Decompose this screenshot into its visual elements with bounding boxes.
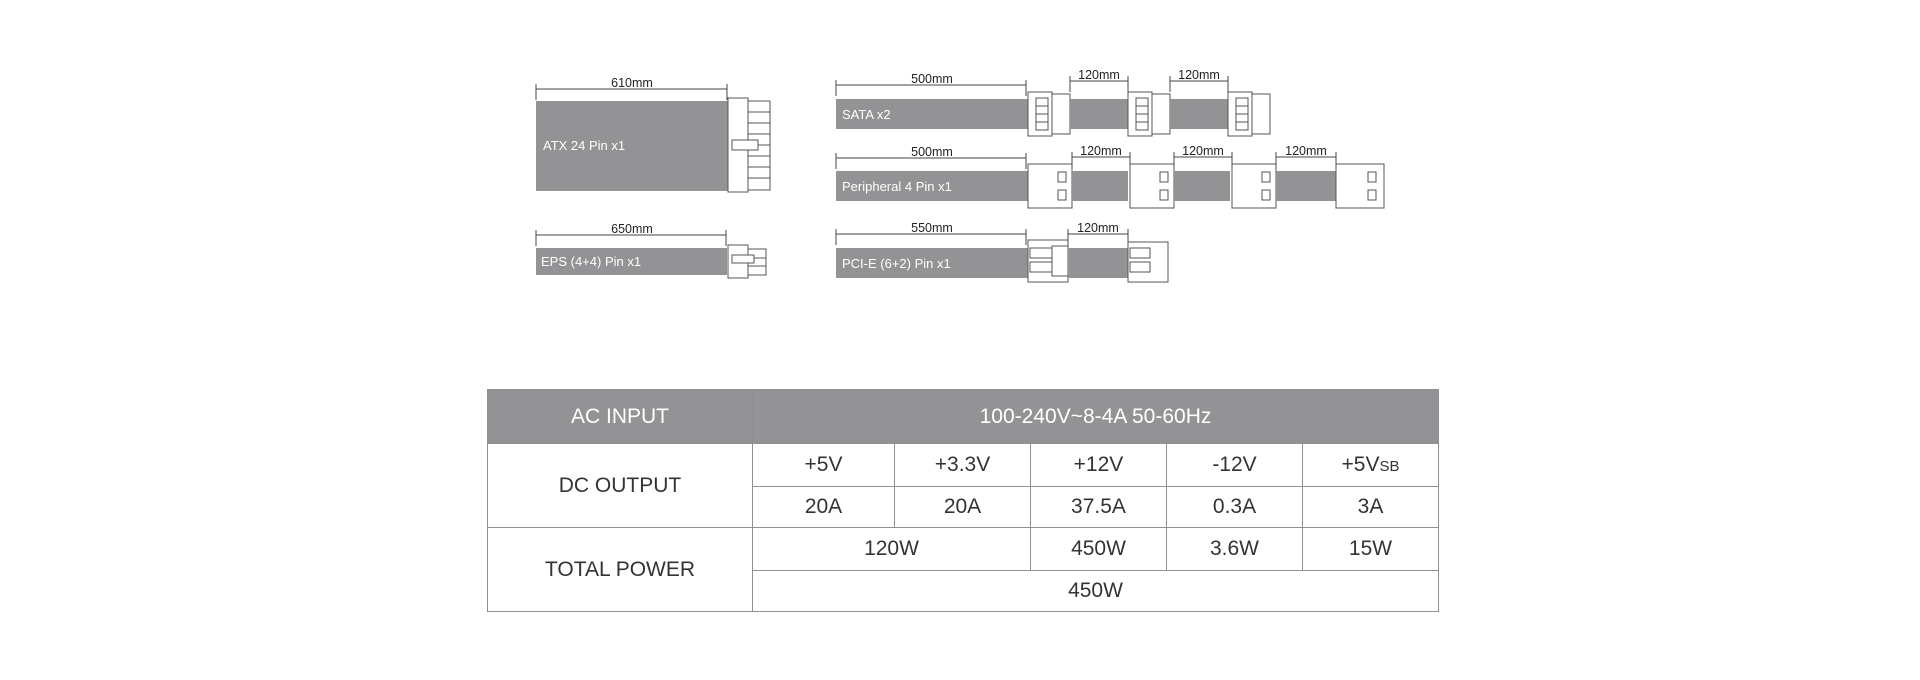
rail-12v: +12V: [1030, 443, 1167, 487]
sata-connector-1: [1027, 91, 1071, 137]
current-5vsb: 3A: [1301, 486, 1440, 528]
rail-3v3: +3.3V: [894, 443, 1031, 487]
sata-extension-2: [1170, 99, 1228, 129]
pcie-cable-body: [836, 248, 1028, 278]
eps-cable-label: EPS (4+4) Pin x1: [541, 254, 641, 269]
atx-connector: [727, 97, 771, 193]
pcie-extension-1: [1068, 248, 1128, 278]
ac-input-value: 100-240V~8-4A 50-60Hz: [751, 389, 1440, 444]
sata-connector-2: [1127, 91, 1171, 137]
peripheral-cable-body: [836, 171, 1028, 201]
power-total: 450W: [751, 570, 1440, 612]
atx-cable-body: [536, 101, 728, 191]
sata-extension-1: [1070, 99, 1128, 129]
eps-length: 650mm: [611, 222, 653, 236]
current-3v3: 20A: [894, 486, 1031, 528]
atx-length: 610mm: [611, 76, 653, 90]
eps-connector: [727, 244, 767, 279]
cable-diagram: 610mm ATX 24 Pin x1 650mm EPS (4+4) Pin …: [535, 68, 1385, 283]
peripheral-cable-label: Peripheral 4 Pin x1: [842, 179, 952, 194]
rail-5v: +5V: [752, 443, 895, 487]
dc-output-label: DC OUTPUT: [487, 443, 753, 528]
sata-extension-1-length: 120mm: [1078, 68, 1120, 82]
sata-connector-3: [1227, 91, 1271, 137]
sata-length: 500mm: [911, 72, 953, 86]
sata-cable: 500mm SATA x2 120mm 120mm: [835, 68, 1271, 137]
peripheral-extension-2: [1174, 171, 1230, 201]
atx-cable-label: ATX 24 Pin x1: [543, 138, 625, 153]
rail-5vsb: +5VSB: [1301, 443, 1440, 487]
ac-input-label: AC INPUT: [487, 389, 753, 444]
pcie-cable: 550mm PCI-E (6+2) Pin x1 120mm: [835, 221, 1169, 283]
rail-5vsb-main: +5V: [1341, 453, 1380, 476]
atx-cable: 610mm ATX 24 Pin x1: [535, 76, 771, 193]
eps-cable-body: [536, 248, 727, 275]
power-spec-table: AC INPUT 100-240V~8-4A 50-60Hz DC OUTPUT…: [487, 389, 1440, 612]
peripheral-extension-3: [1276, 171, 1336, 201]
sata-cable-body: [836, 99, 1028, 129]
peripheral-extension-1-length: 120mm: [1080, 144, 1122, 158]
rail-neg12v: -12V: [1166, 443, 1303, 487]
pcie-connector-2: [1127, 241, 1169, 283]
pcie-cable-label: PCI-E (6+2) Pin x1: [842, 256, 951, 271]
power-5vsb: 15W: [1301, 527, 1440, 571]
peripheral-extension-3-length: 120mm: [1285, 144, 1327, 158]
eps-cable: 650mm EPS (4+4) Pin x1: [535, 222, 767, 279]
pcie-connector-1: [1027, 239, 1069, 283]
peripheral-connector-4: [1335, 163, 1385, 209]
current-5v: 20A: [752, 486, 895, 528]
power-12v: 450W: [1030, 527, 1167, 571]
pcie-extension-1-length: 120mm: [1077, 221, 1119, 235]
power-neg12v: 3.6W: [1166, 527, 1303, 571]
sata-extension-2-length: 120mm: [1178, 68, 1220, 82]
power-5v-3v3: 120W: [752, 527, 1031, 571]
peripheral-extension-2-length: 120mm: [1182, 144, 1224, 158]
peripheral-cable: 500mm Peripheral 4 Pin x1 120mm 120mm: [835, 144, 1385, 209]
current-12v: 37.5A: [1030, 486, 1167, 528]
peripheral-connector-1: [1027, 163, 1073, 209]
peripheral-connector-3: [1231, 163, 1277, 209]
peripheral-extension-1: [1072, 171, 1128, 201]
rail-5vsb-subscript: SB: [1379, 458, 1400, 475]
sata-cable-label: SATA x2: [842, 107, 891, 122]
pcie-length: 550mm: [911, 221, 953, 235]
total-power-label: TOTAL POWER: [487, 527, 753, 612]
current-neg12v: 0.3A: [1166, 486, 1303, 528]
peripheral-length: 500mm: [911, 145, 953, 159]
peripheral-connector-2: [1129, 163, 1175, 209]
